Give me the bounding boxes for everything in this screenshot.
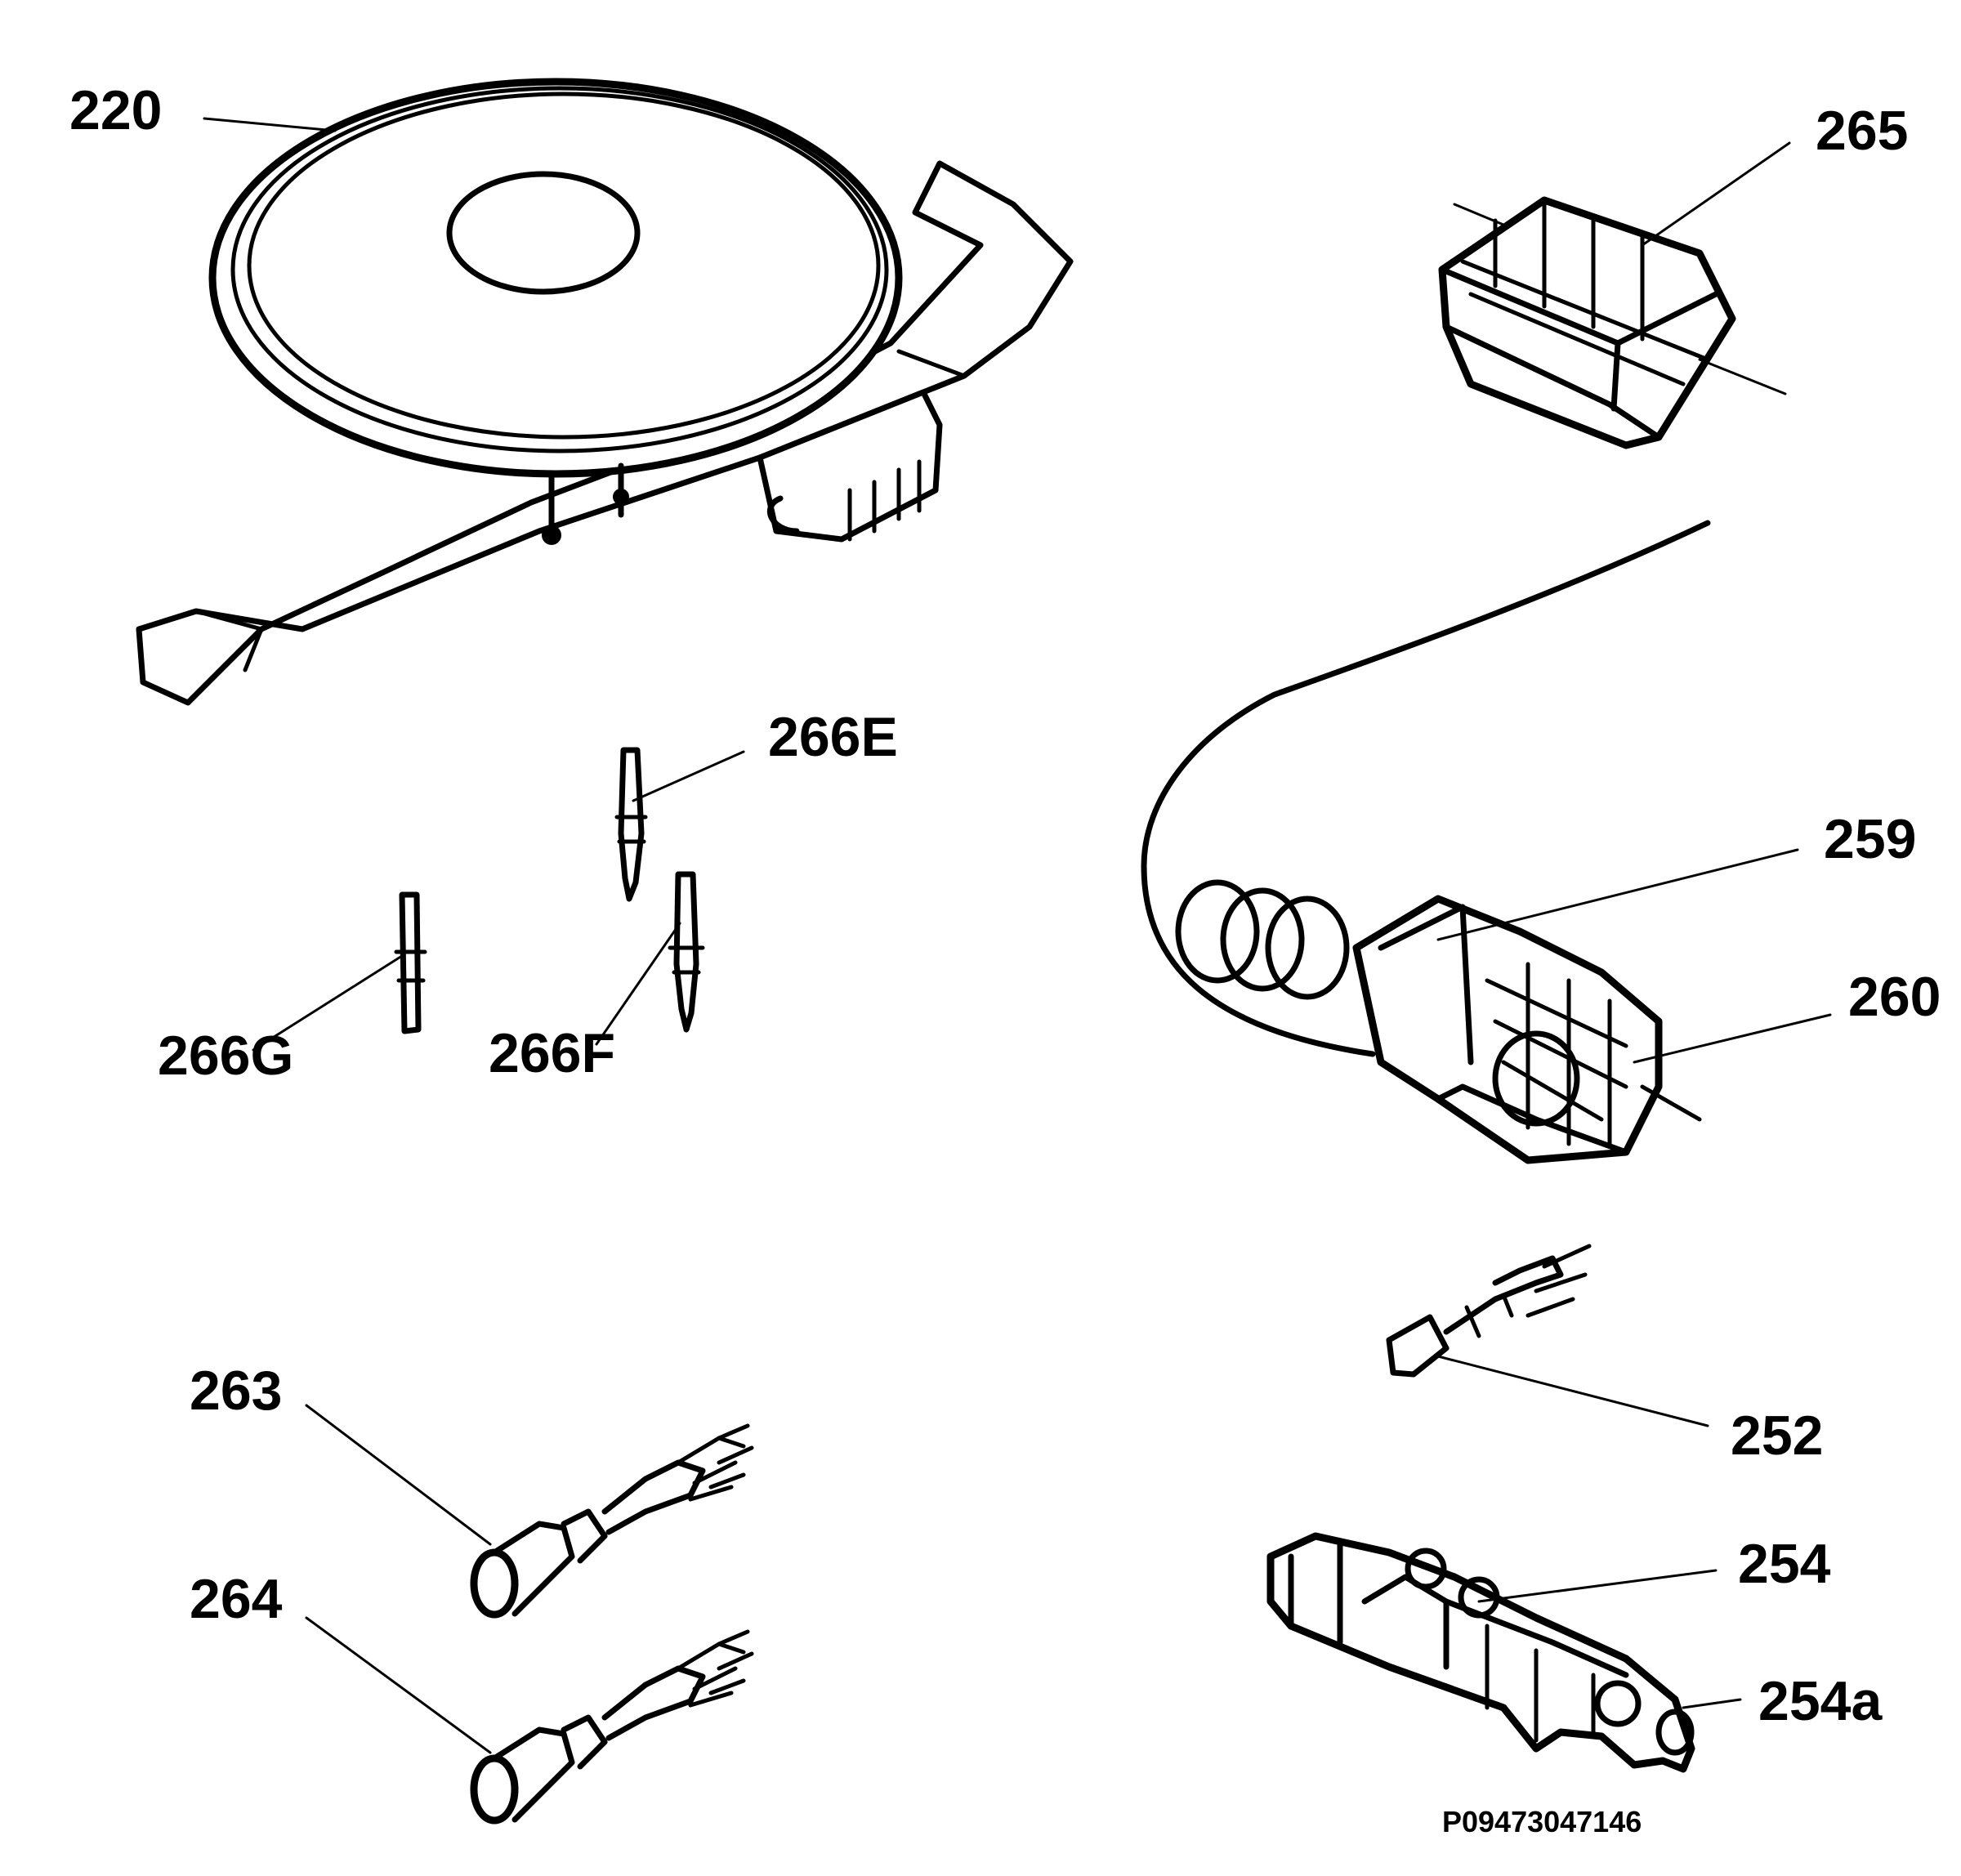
pin-266G: 266G: [158, 891, 427, 1087]
thermostat-259-260: 259 260: [1141, 520, 1941, 1164]
pin-266E: 266E: [614, 706, 898, 902]
connector-264: 264: [190, 1568, 754, 1825]
switch-254-254a: 254 254a: [1266, 1532, 1883, 1773]
label-266G: 266G: [158, 1025, 293, 1087]
label-259: 259: [1824, 808, 1916, 870]
label-266E: 266E: [768, 706, 898, 768]
label-260: 260: [1848, 966, 1941, 1028]
label-252: 252: [1731, 1405, 1823, 1467]
label-220: 220: [69, 79, 162, 141]
connector-252: 252: [1386, 1244, 1823, 1467]
label-265: 265: [1816, 100, 1908, 162]
hotplate-220: 220: [69, 78, 1074, 706]
label-263: 263: [190, 1360, 282, 1422]
label-254a: 254a: [1758, 1670, 1883, 1732]
terminal-block-265: 265: [1438, 100, 1908, 449]
pin-266F: 266F: [489, 871, 705, 1084]
label-266F: 266F: [489, 1022, 615, 1084]
connector-263: 263: [190, 1360, 754, 1619]
figure-code: P09473047146: [1442, 1805, 1642, 1838]
label-264: 264: [190, 1568, 283, 1630]
label-254: 254: [1738, 1533, 1831, 1595]
